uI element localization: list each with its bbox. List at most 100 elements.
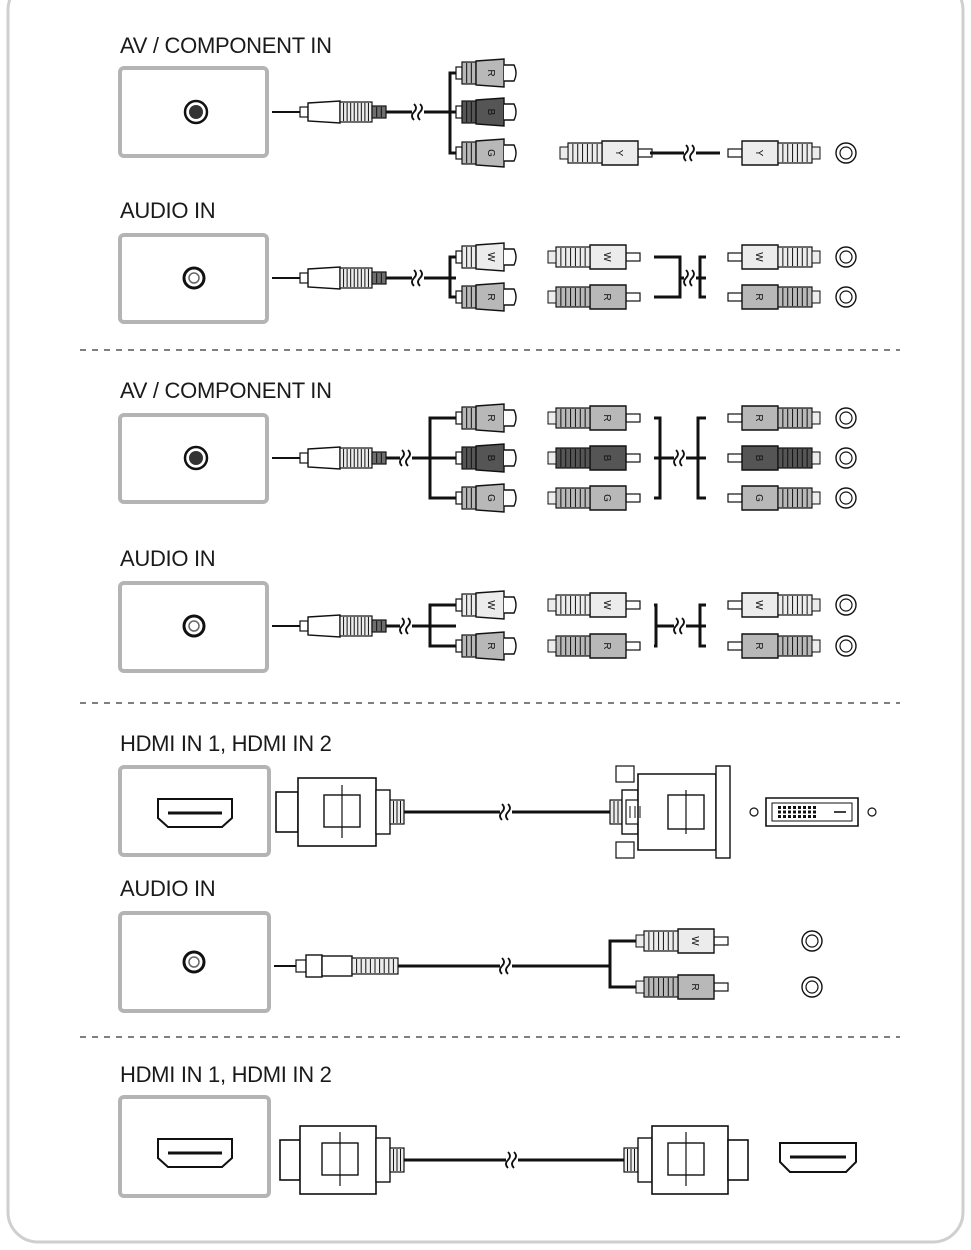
plug-letter: R xyxy=(753,414,764,421)
rca-plug-w: W xyxy=(547,592,641,618)
plug-letter: R xyxy=(485,414,496,421)
section-label-hdmi-in-1: HDMI IN 1, HDMI IN 2 xyxy=(120,731,332,756)
rca-plug-w: W xyxy=(635,928,729,954)
rca-jack-icon xyxy=(835,407,857,429)
cable-break-icon xyxy=(683,144,696,162)
rca-jack-icon xyxy=(801,930,823,952)
section-label-audio-in-3: AUDIO IN xyxy=(120,876,216,901)
cable-break-icon xyxy=(411,269,424,287)
hdmi-port-icon xyxy=(779,1142,857,1173)
rca-jack-icon xyxy=(835,246,857,268)
plug-letter: B xyxy=(753,455,764,462)
plug-letter: W xyxy=(753,600,764,610)
plug-letter: W xyxy=(485,600,496,610)
dvi-plug xyxy=(609,765,731,859)
rca-plug-g: G xyxy=(727,485,821,511)
section-label-audio-in-1: AUDIO IN xyxy=(120,198,216,223)
splitter-plug-b: B xyxy=(455,97,517,127)
rca-plug-w: W xyxy=(547,244,641,270)
plug-letter: W xyxy=(485,252,496,262)
rca-plug-r: R xyxy=(547,405,641,431)
hdmi-plug-right xyxy=(623,1125,749,1195)
plug-letter: B xyxy=(601,455,612,462)
plug-letter: R xyxy=(601,414,612,421)
splitter-plug-r: R xyxy=(455,58,517,88)
cable-break-icon xyxy=(399,617,412,635)
plug-letter: R xyxy=(753,642,764,649)
audio-jack-icon xyxy=(182,950,206,974)
plug-letter: Y xyxy=(613,150,624,157)
plug-letter: B xyxy=(485,455,496,462)
av-breakout-cable-2 xyxy=(272,446,387,470)
rca-jack-icon xyxy=(835,286,857,308)
rca-plug-w: W xyxy=(727,592,821,618)
plug-letter: Y xyxy=(753,150,764,157)
plug-letter: W xyxy=(689,936,700,946)
rca-jack-icon xyxy=(801,976,823,998)
hdmi-to-dvi-cable xyxy=(275,777,405,847)
rca-plug-r: R xyxy=(635,974,729,1000)
section-label-audio-in-2: AUDIO IN xyxy=(120,546,216,571)
rca-plug-b: B xyxy=(727,445,821,471)
splitter-plug-w: W xyxy=(455,242,517,272)
av-component-jack-icon xyxy=(183,445,209,471)
hdmi-to-hdmi-cable xyxy=(279,1125,405,1195)
av-component-jack-icon xyxy=(183,99,209,125)
rca-plug-y: Y xyxy=(727,140,821,166)
plug-letter: G xyxy=(753,494,764,502)
cable-break-icon xyxy=(399,449,412,467)
hdmi-port-icon xyxy=(157,1138,233,1168)
rca-plug-r: R xyxy=(727,284,821,310)
rca-plug-r: R xyxy=(727,633,821,659)
plug-letter: R xyxy=(689,983,700,990)
rca-plug-y: Y xyxy=(559,140,653,166)
splitter-plug-w: W xyxy=(455,590,517,620)
rca-plug-r: R xyxy=(547,284,641,310)
splitter-plug-g: G xyxy=(455,138,517,168)
audio-jack-icon xyxy=(182,266,206,290)
splitter-plug-r: R xyxy=(455,282,517,312)
rca-jack-icon xyxy=(835,594,857,616)
rca-plug-w: W xyxy=(727,244,821,270)
rca-jack-icon xyxy=(835,635,857,657)
plug-letter: W xyxy=(753,252,764,262)
plug-letter: R xyxy=(601,293,612,300)
section-label-hdmi-in-2: HDMI IN 1, HDMI IN 2 xyxy=(120,1062,332,1087)
cable-break-icon xyxy=(683,269,696,287)
plug-letter: G xyxy=(601,494,612,502)
plug-letter: G xyxy=(485,149,496,157)
audio-breakout-cable-2 xyxy=(272,614,387,638)
cable-drawings: R B G Y Y W R W R W R R B G R B G R B G W R W R W R W R xyxy=(272,58,877,1195)
rca-plug-r: R xyxy=(547,633,641,659)
plug-letter: G xyxy=(485,494,496,502)
plug-letter: W xyxy=(601,252,612,262)
section-label-av-component-1: AV / COMPONENT IN xyxy=(120,33,332,58)
cable-break-icon xyxy=(505,1151,518,1169)
audio-minijack-to-rca-cable xyxy=(274,954,399,978)
plug-letter: R xyxy=(753,293,764,300)
splitter-plug-r: R xyxy=(455,403,517,433)
section-label-av-component-2: AV / COMPONENT IN xyxy=(120,378,332,403)
rca-plug-g: G xyxy=(547,485,641,511)
plug-letter: R xyxy=(485,642,496,649)
cable-break-icon xyxy=(499,803,512,821)
splitter-plug-r: R xyxy=(455,631,517,661)
rca-jack-icon xyxy=(835,487,857,509)
rca-jack-icon xyxy=(835,447,857,469)
cable-break-icon xyxy=(499,957,512,975)
cable-break-icon xyxy=(673,617,686,635)
rca-plug-b: B xyxy=(547,445,641,471)
splitter-plug-g: G xyxy=(455,483,517,513)
plug-letter: W xyxy=(601,600,612,610)
audio-jack-icon xyxy=(182,614,206,638)
plug-letter: R xyxy=(485,69,496,76)
splitter-plug-b: B xyxy=(455,443,517,473)
diagram-frame xyxy=(6,0,965,1244)
plug-letter: B xyxy=(485,109,496,116)
plug-letter: R xyxy=(485,293,496,300)
section-dividers xyxy=(80,349,900,1038)
plug-letter: R xyxy=(601,642,612,649)
hdmi-port-icon xyxy=(157,798,233,828)
cable-break-icon xyxy=(411,103,424,121)
